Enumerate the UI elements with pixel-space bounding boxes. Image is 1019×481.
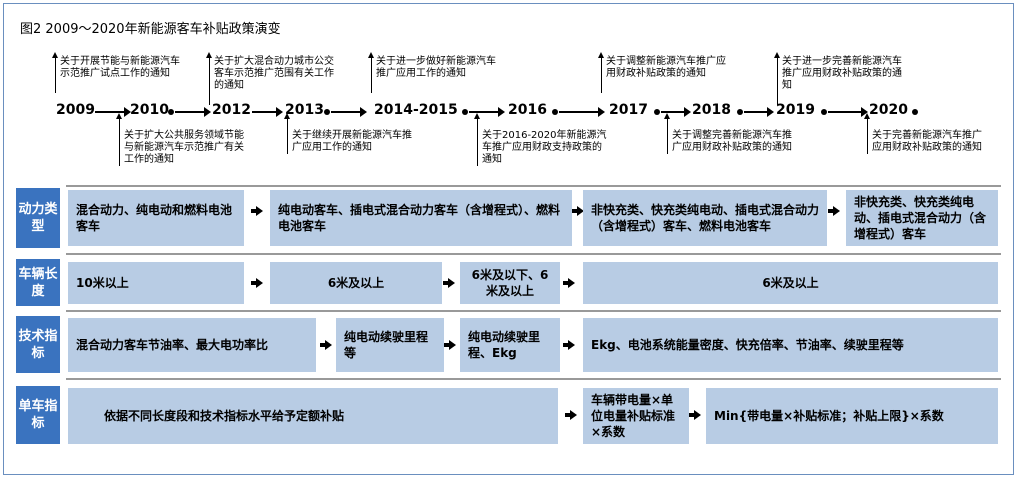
- policy-note-2019: 关于进一步完善新能源汽车推广应用财政补贴政策的通知: [774, 52, 902, 105]
- timeline-arrow: [661, 107, 691, 117]
- policy-note-2009: 关于开展节能与新能源汽车示范推广试点工作的通知: [52, 52, 180, 93]
- timeline-arrow: [469, 107, 505, 117]
- unit-cell-3: Min{带电量×补贴标准；补贴上限}×系数: [706, 388, 998, 444]
- timeline-arrow: [559, 107, 605, 117]
- figure-title: 图2 2009～2020年新能源客车补贴政策演变: [20, 22, 281, 37]
- power-cell-3: 非快充类、快充类纯电动、插电式混合动力（含增程式）客车、燃料电池客车: [583, 190, 827, 246]
- row-arrow: [444, 340, 456, 350]
- length-cell-2: 6米及以上: [270, 262, 442, 304]
- row-arrow: [828, 206, 840, 216]
- timeline-dot: [324, 109, 330, 115]
- timeline-arrow: [744, 107, 774, 117]
- timeline-arrow: [828, 107, 868, 117]
- row-label-tech: 技术指标: [16, 316, 60, 373]
- row-arrow: [565, 410, 577, 420]
- power-cell-4: 非快充类、快充类纯电动、插电式混合动力（含增程式）客车: [846, 190, 998, 246]
- timeline-dot: [821, 109, 827, 115]
- year-2014-2015: 2014-2015: [374, 102, 458, 118]
- length-cell-1: 10米以上: [68, 262, 244, 304]
- row-label-power: 动力类型: [16, 188, 60, 248]
- policy-note-2020: 关于完善新能源汽车推广应用财政补贴政策的通知: [864, 113, 987, 154]
- power-cell-1: 混合动力、纯电动和燃料电池客车: [68, 190, 244, 246]
- row-arrow: [443, 278, 455, 288]
- unit-cell-2: 车辆带电量×单位电量补贴标准×系数: [583, 388, 689, 444]
- policy-note-2016: 关于2016-2020年新能源汽车推广应用财政支持政策的通知: [474, 113, 607, 166]
- year-2020: 2020: [869, 102, 908, 118]
- timeline-arrow: [95, 107, 131, 117]
- policy-note-2010: 关于扩大公共服务领域节能与新能源汽车示范推广有关工作的通知: [116, 113, 244, 166]
- year-2010: 2010: [130, 102, 169, 118]
- figure-frame: [3, 3, 1014, 475]
- policy-note-2017: 关于调整新能源汽车推广应用财政补贴政策的通知: [598, 52, 726, 93]
- year-2016: 2016: [508, 102, 547, 118]
- timeline-arrow: [252, 107, 283, 117]
- timeline-dot: [912, 109, 918, 115]
- unit-cell-1: 依据不同长度段和技术指标水平给予定额补贴: [68, 388, 558, 444]
- timeline-dot: [654, 109, 660, 115]
- row-arrow: [563, 340, 575, 350]
- row-divider: [66, 378, 1001, 380]
- row-arrow: [320, 340, 332, 350]
- row-arrow: [251, 206, 263, 216]
- year-2018: 2018: [692, 102, 731, 118]
- tech-cell-1: 混合动力客车节油率、最大电功率比: [68, 318, 316, 372]
- row-divider: [66, 310, 1001, 312]
- tech-cell-3: 纯电动续驶里程、Ekg: [460, 318, 560, 372]
- policy-note-2012: 关于扩大混合动力城市公交客车示范推广范围有关工作的通知: [206, 52, 334, 105]
- year-2017: 2017: [609, 102, 648, 118]
- policy-note-2013: 关于继续开展新能源汽车推广应用工作的通知: [284, 113, 412, 154]
- year-2013: 2013: [285, 102, 324, 118]
- year-2019: 2019: [776, 102, 815, 118]
- tech-cell-2: 纯电动续驶里程等: [336, 318, 444, 372]
- year-2009: 2009: [56, 102, 95, 118]
- row-divider: [66, 185, 1001, 187]
- length-cell-3: 6米及以下、6米及以上: [460, 262, 560, 304]
- timeline-dot: [462, 109, 468, 115]
- timeline-arrow: [331, 107, 367, 117]
- tech-cell-4: Ekg、电池系统能量密度、快充倍率、节油率、续驶里程等: [583, 318, 998, 372]
- timeline-dot: [168, 109, 174, 115]
- row-divider: [66, 253, 1001, 255]
- policy-note-2014: 关于进一步做好新能源汽车推广应用工作的通知: [368, 52, 496, 93]
- row-arrow: [563, 278, 575, 288]
- length-cell-4: 6米及以上: [583, 262, 998, 304]
- row-label-unit: 单车指标: [16, 386, 60, 444]
- timeline-dot: [552, 109, 558, 115]
- row-arrow: [572, 206, 584, 216]
- row-label-length: 车辆长度: [16, 259, 60, 306]
- policy-note-2018: 关于调整完善新能源汽车推广应用财政补贴政策的通知: [664, 113, 797, 154]
- timeline-dot: [737, 109, 743, 115]
- timeline-arrow: [175, 107, 211, 117]
- row-arrow: [251, 278, 263, 288]
- row-arrow: [689, 410, 701, 420]
- power-cell-2: 纯电动客车、插电式混合动力客车（含增程式）、燃料电池客车: [270, 190, 572, 246]
- year-2012: 2012: [212, 102, 251, 118]
